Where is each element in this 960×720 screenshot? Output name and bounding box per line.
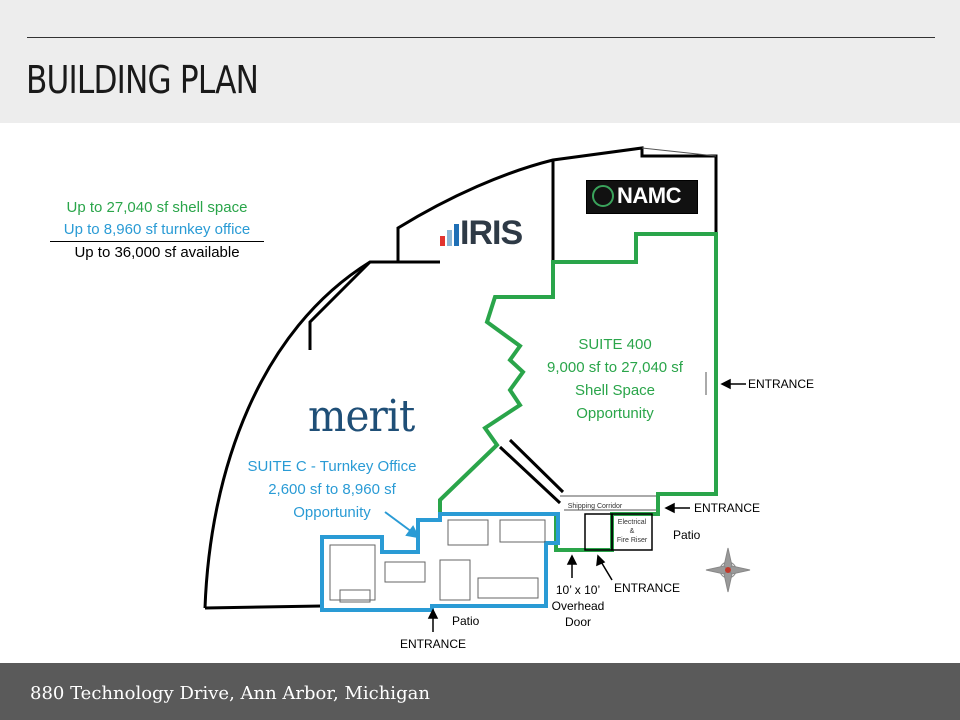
- iris-logo-text: IRIS: [460, 214, 523, 252]
- overhead-door-size: 10’ x 10’: [555, 583, 601, 597]
- wall-details: [560, 147, 717, 511]
- suite400-size: 9,000 sf to 27,040 sf: [547, 359, 683, 376]
- entrance-east-label: ENTRANCE: [748, 377, 815, 391]
- header-rule: [27, 37, 935, 38]
- suiteC-size: 2,600 sf to 8,960 sf: [268, 481, 396, 498]
- page-title: BUILDING PLAN: [26, 58, 259, 102]
- electrical-word: Electrical: [617, 519, 647, 526]
- overhead-door-label: 10’ x 10’ Overhead Door: [551, 582, 605, 630]
- overhead-door-door: Door: [564, 615, 591, 629]
- suiteC-opportunity: Opportunity: [293, 504, 371, 521]
- footer-address: 880 Technology Drive, Ann Arbor, Michiga…: [30, 683, 430, 704]
- entrance-south-label: ENTRANCE: [614, 581, 681, 595]
- fire-riser-word: Fire Riser: [616, 537, 648, 544]
- total-available-text: Up to 36,000 sf available: [50, 241, 264, 264]
- entrance-bottom-label: ENTRANCE: [400, 637, 467, 651]
- suiteC-interior: [329, 519, 546, 603]
- suiteC-outline: [320, 512, 560, 612]
- iris-logo: IRIS: [440, 214, 540, 254]
- suiteC-name: SUITE C - Turnkey Office: [247, 458, 417, 475]
- suiteC-label: SUITE C - Turnkey Office 2,600 sf to 8,9…: [222, 455, 442, 524]
- corridor-diag: [498, 438, 565, 505]
- compass-icon: [705, 547, 751, 593]
- suite400-type: Shell Space: [574, 382, 656, 399]
- footer-band: 880 Technology Drive, Ann Arbor, Michiga…: [0, 663, 960, 720]
- namc-logo-text: NAMC: [617, 183, 682, 208]
- shell-space-text: Up to 27,040 sf shell space: [66, 199, 248, 216]
- availability-summary: Up to 27,040 sf shell space Up to 8,960 …: [50, 197, 264, 264]
- suite400-opportunity: Opportunity: [576, 405, 654, 422]
- patio-right-label: Patio: [673, 528, 701, 542]
- suite400-label: SUITE 400 9,000 sf to 27,040 sf Shell Sp…: [527, 333, 703, 425]
- wall-inner-merit: [308, 260, 372, 350]
- electrical-riser-label: Electrical & Fire Riser: [612, 518, 652, 545]
- namc-logo: NAMC: [586, 180, 698, 214]
- patio-bottom-label: Patio: [452, 614, 480, 628]
- shipping-corridor-label: Shipping Corridor: [567, 503, 623, 510]
- header-band: BUILDING PLAN: [0, 0, 960, 123]
- turnkey-office-text: Up to 8,960 sf turnkey office: [63, 221, 251, 238]
- wall-west-step: [204, 604, 323, 610]
- overhead-door-word: Overhead: [551, 599, 605, 613]
- suiteC-callout-arrow: [384, 511, 420, 539]
- suite400-name: SUITE 400: [578, 336, 652, 353]
- entrance-arrows: [427, 378, 746, 632]
- merit-logo: merit: [308, 391, 415, 442]
- overhead-door-room: [584, 513, 613, 551]
- entrance-southeast-label: ENTRANCE: [694, 501, 761, 515]
- ampersand: &: [629, 528, 635, 535]
- namc-emblem-icon: [592, 185, 614, 207]
